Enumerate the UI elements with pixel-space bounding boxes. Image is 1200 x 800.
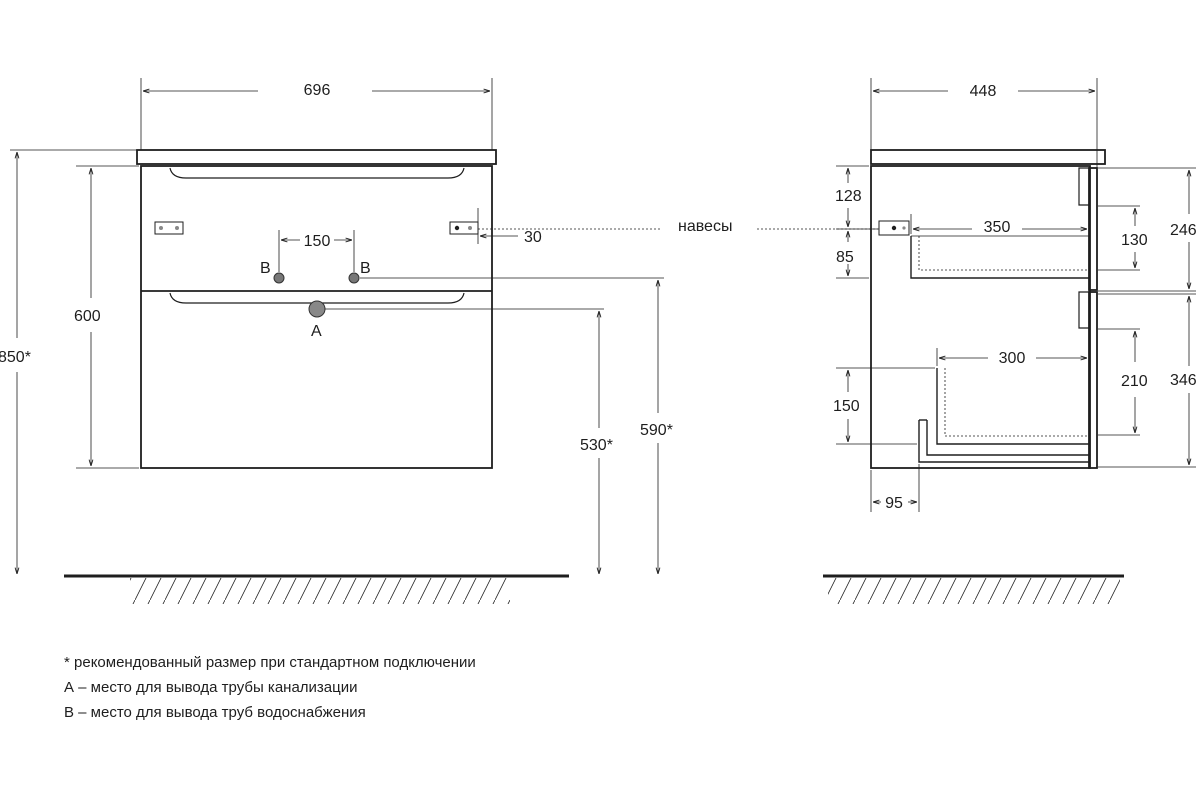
upper-drawer-depth-dim: 350 xyxy=(984,219,1011,236)
total-height-dim: 850* xyxy=(0,349,31,366)
hanger-label: навесы xyxy=(678,218,732,235)
front-floor-hatch xyxy=(130,578,510,604)
side-countertop xyxy=(870,149,1106,165)
side-view: навесы 448 128 85 350 130 246 xyxy=(678,78,1197,604)
lower-front-dim: 346 xyxy=(1170,372,1197,389)
front-cabinet-body xyxy=(140,165,493,469)
right-hanger-icon xyxy=(449,221,479,235)
hanger-gap-dim: 85 xyxy=(836,249,854,266)
upper-handle-groove xyxy=(169,167,465,179)
cutout-width-dim: 95 xyxy=(885,495,903,512)
top-offset-dim: 128 xyxy=(835,188,862,205)
side-hanger-icon xyxy=(878,220,910,236)
siphon-cutout xyxy=(918,420,1089,463)
upper-front-dim: 246 xyxy=(1170,222,1197,239)
upper-drawer-front xyxy=(1088,167,1098,291)
lower-drawer-depth-dim: 300 xyxy=(999,350,1026,367)
pipe-spacing-dim: 150 xyxy=(304,233,331,250)
front-countertop xyxy=(136,149,497,165)
front-view: 696 850* 600 150 B B A 30 530* xyxy=(0,78,673,604)
inlet-height-dim: 590* xyxy=(640,422,673,439)
lower-drawer-box xyxy=(936,368,1089,445)
lower-drawer-front xyxy=(1088,291,1098,469)
right-water-inlet-icon xyxy=(348,272,360,284)
side-cabinet-body xyxy=(870,165,1091,469)
lower-drawer-height-dim: 210 xyxy=(1121,373,1148,390)
left-hanger-icon xyxy=(154,221,184,235)
cutout-height-dim: 150 xyxy=(833,398,860,415)
drain-outlet-icon xyxy=(308,300,326,318)
front-width-dim: 696 xyxy=(304,82,331,99)
side-floor-hatch xyxy=(828,578,1120,604)
note-drain-outlet: А – место для вывода трубы канализации xyxy=(64,679,358,696)
side-depth-dim: 448 xyxy=(970,83,997,100)
left-water-inlet-icon xyxy=(273,272,285,284)
drain-label: A xyxy=(311,323,322,340)
notes: * рекомендованный размер при стандартном… xyxy=(64,650,476,725)
drain-height-dim: 530* xyxy=(580,437,613,454)
right-inlet-label: B xyxy=(360,260,371,277)
upper-drawer-height-dim: 130 xyxy=(1121,232,1148,249)
note-water-inlet: В – место для вывода труб водоснабжения xyxy=(64,704,366,721)
body-height-dim: 600 xyxy=(74,308,101,325)
upper-drawer-box xyxy=(910,236,1089,279)
left-inlet-label: B xyxy=(260,260,271,277)
note-recommended-size: * рекомендованный размер при стандартном… xyxy=(64,654,476,671)
hanger-offset-dim: 30 xyxy=(524,229,542,246)
